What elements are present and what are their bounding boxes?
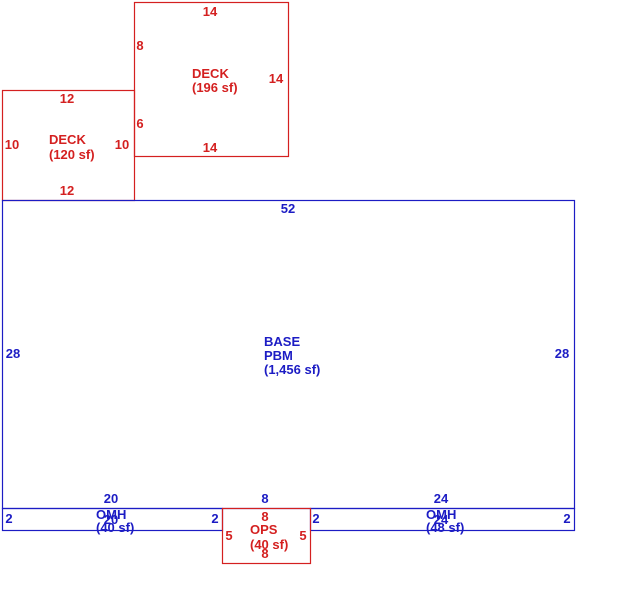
base-area[interactable]: 52 28 28 BASE PBM (1,456 sf)	[1, 199, 576, 510]
ops-bottom-dim: 8	[261, 546, 268, 561]
ops-top-outer-dim: 8	[261, 491, 268, 506]
omh-right-area: (48 sf)	[426, 520, 464, 535]
deck-upper-name: DECK	[192, 66, 229, 81]
omh-left-bottom-dim: 20	[104, 512, 118, 527]
deck-upper-right-dim: 14	[269, 71, 284, 86]
deck-upper-top-dim: 14	[203, 4, 218, 19]
ops-top-inner-dim: 8	[261, 509, 268, 524]
ops-left-dim: 5	[225, 528, 232, 543]
deck-upper-left-lower-dim: 6	[136, 116, 143, 131]
omh-right-bottom-dim: 24	[434, 512, 449, 527]
deck-upper-bottom-dim: 14	[203, 140, 218, 155]
ops-area-label: (40 sf)	[250, 537, 288, 552]
base-top-dim: 52	[281, 201, 295, 216]
base-left-dim: 28	[6, 346, 20, 361]
deck-lower-bottom-dim: 12	[60, 183, 74, 198]
omh-right-top-dim: 24	[434, 491, 449, 506]
deck-upper-left-dim: 8	[136, 38, 143, 53]
base-name-line1: BASE	[264, 334, 300, 349]
deck-lower-name: DECK	[49, 132, 86, 147]
ops-right-dim: 5	[299, 528, 306, 543]
omh-right[interactable]: 24 24 2 OMH (48 sf)	[309, 491, 576, 535]
ops-name: OPS	[250, 522, 278, 537]
deck-lower-top-dim: 12	[60, 91, 74, 106]
omh-left-left-dim: 2	[5, 511, 12, 526]
deck-lower-left-dim: 10	[5, 137, 19, 152]
base-area-label: (1,456 sf)	[264, 362, 320, 377]
deck-lower-area: (120 sf)	[49, 147, 95, 162]
deck-lower[interactable]: 12 12 10 10 DECK (120 sf)	[1, 89, 136, 202]
omh-right-right-dim: 2	[563, 511, 570, 526]
base-name-line2: PBM	[264, 348, 293, 363]
deck-lower-right-dim: 10	[115, 137, 129, 152]
omh-right-name: OMH	[426, 507, 456, 522]
ops-side-dim: 2	[312, 511, 319, 526]
ops-area[interactable]: 8 8 8 5 5 2 OPS (40 sf)	[221, 491, 320, 565]
base-right-dim: 28	[555, 346, 569, 361]
deck-upper-outline[interactable]	[133, 1, 290, 158]
omh-left[interactable]: 20 20 2 2 OMH (40 sf)	[1, 491, 224, 535]
ops-outline[interactable]	[221, 507, 312, 565]
omh-left-top-dim: 20	[104, 491, 118, 506]
omh-left-area: (40 sf)	[96, 520, 134, 535]
deck-upper[interactable]: 14 14 8 6 14 DECK (196 sf)	[133, 1, 290, 158]
deck-upper-area: (196 sf)	[192, 80, 238, 95]
omh-left-right-dim: 2	[211, 511, 218, 526]
omh-left-name: OMH	[96, 507, 126, 522]
